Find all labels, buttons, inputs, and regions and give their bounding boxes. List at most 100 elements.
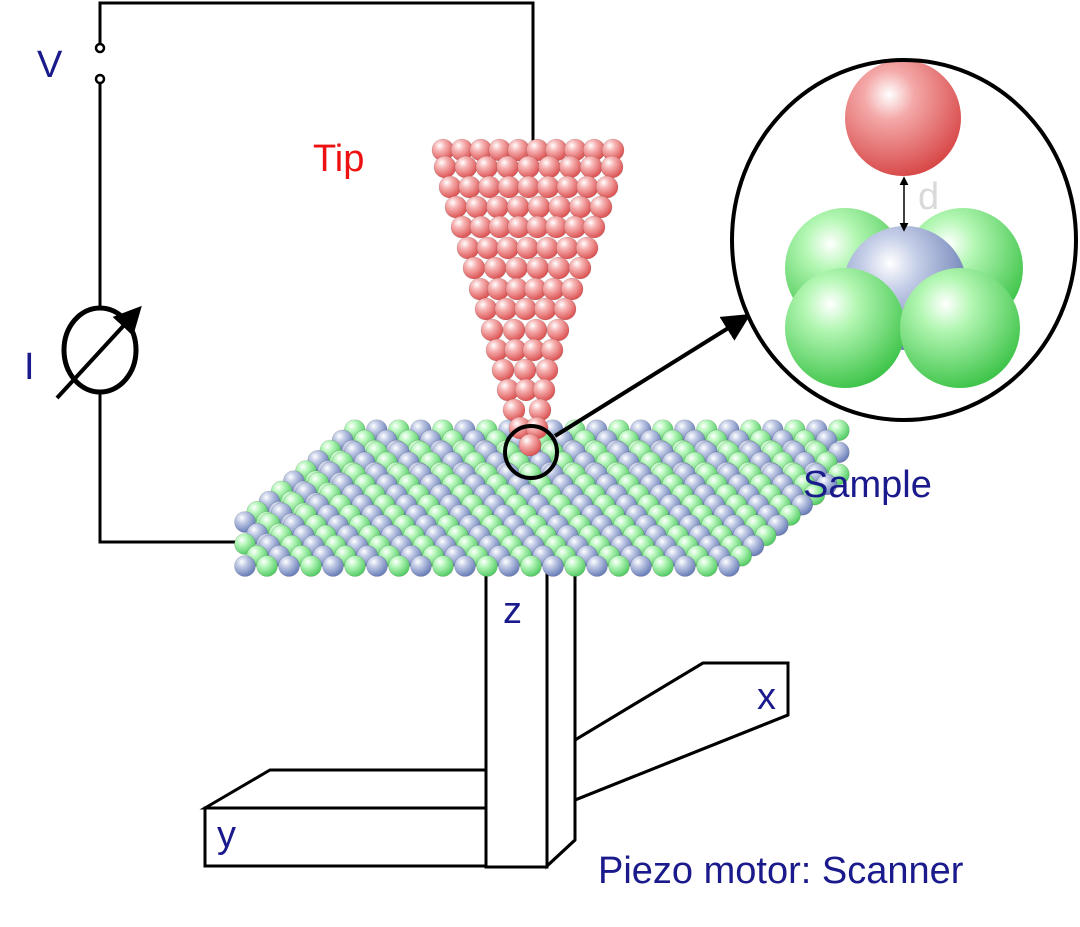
sample-atom-blue (630, 555, 652, 577)
tip-atom (568, 256, 592, 280)
zoom-inset (730, 58, 1078, 422)
sample-atom-green (564, 555, 586, 577)
tip-atom (474, 297, 498, 321)
tip-atom (582, 215, 606, 239)
arrow-icon (55, 305, 142, 400)
sample-atom-blue (718, 555, 740, 577)
sample-atom-blue (410, 555, 432, 577)
tip-atom (462, 256, 486, 280)
tip-atom (456, 236, 480, 260)
tip-atom (527, 195, 551, 219)
sample-atom-green (388, 555, 410, 577)
tip-atom (433, 155, 457, 179)
tip-atom (514, 297, 537, 321)
current-label: I (24, 346, 35, 388)
tip-atom (524, 318, 548, 342)
tip-atom (480, 318, 504, 342)
tip-atom (536, 175, 560, 199)
scanner-label: Piezo motor: Scanner (598, 850, 964, 892)
tip-atom (494, 297, 518, 321)
z-column-front (484, 560, 549, 869)
tip-atom (532, 378, 556, 402)
tip-atom (540, 338, 564, 362)
sample-atom-green (432, 555, 454, 577)
zoom-border (730, 58, 1078, 422)
tip-atom (506, 195, 530, 219)
sample-slab (234, 419, 850, 577)
voltage-label: V (37, 44, 63, 86)
tip-atom (547, 256, 571, 280)
sample-atom-blue (454, 555, 476, 577)
tip-atom (589, 195, 613, 219)
zoom-green-atom-front-right (900, 268, 1020, 388)
sample-atom-green (652, 555, 674, 577)
sample-atom-blue (322, 555, 344, 577)
tip-atom (546, 318, 570, 342)
tip-atom (438, 175, 462, 199)
magnifier-ring (503, 424, 559, 480)
tip-atom (535, 358, 559, 382)
y-arm-front (203, 806, 490, 868)
sample-atom-green (476, 555, 498, 577)
tip-atom (560, 277, 584, 301)
sample-atom-blue (498, 555, 520, 577)
tip-atom (517, 155, 540, 179)
tip-atom (535, 236, 559, 260)
tip-atom (575, 236, 599, 260)
tip-atom (476, 236, 500, 260)
sample-atom-green (256, 555, 278, 577)
switch-contact-lower (94, 73, 106, 85)
tip-atom (497, 175, 521, 199)
tip-atom (595, 175, 619, 199)
y-arm-top (199, 768, 490, 810)
sample-atom-blue (674, 555, 696, 577)
tip-atom (558, 155, 582, 179)
tip-atom (491, 358, 515, 382)
tip-atom (465, 195, 489, 219)
tip-atom (513, 358, 537, 382)
sample-atom-blue (586, 555, 608, 577)
tip-atom (444, 195, 468, 219)
tip-label: Tip (313, 138, 365, 180)
sample-label: Sample (803, 464, 932, 506)
sample-atom-green (300, 555, 322, 577)
tip-atom (553, 297, 577, 321)
tip-atom (475, 155, 499, 179)
tip-atom (548, 195, 571, 219)
tip-atom (454, 155, 478, 179)
sample-atom-blue (278, 555, 300, 577)
ammeter-icon (61, 305, 139, 395)
zoom-arrow (553, 314, 751, 438)
sample-atom-green (696, 555, 718, 577)
sample-atom-blue (542, 555, 564, 577)
tip-atom (458, 175, 481, 199)
zoom-tip-atom (845, 60, 961, 176)
circuit-wire-bottom (98, 390, 236, 544)
circuit (55, 1, 535, 544)
sample-atom-blue (234, 555, 256, 577)
circuit-wire-top (98, 1, 535, 150)
y-axis-label: y (217, 814, 236, 856)
tip-atom (538, 155, 561, 179)
tip-atom (568, 195, 592, 219)
sample-atom-green (520, 555, 542, 577)
tip-atom (516, 236, 539, 260)
tip-atom (579, 155, 603, 179)
tip-atom (496, 155, 519, 179)
z-axis-label: z (503, 590, 522, 632)
tip-atom (518, 433, 542, 457)
zoom-green-atom-front-left (785, 268, 905, 388)
tip-atom (600, 155, 624, 179)
sample-atom-blue (366, 555, 388, 577)
tip-atom (556, 175, 580, 199)
tip-atom (526, 256, 549, 280)
tip-atom (533, 297, 557, 321)
switch-contacts-icon (94, 42, 106, 54)
tip-atoms (431, 138, 625, 457)
tip-atom (576, 175, 599, 199)
tip-atom (502, 318, 526, 342)
piezo-scanner (199, 560, 790, 870)
sample-atom-green (344, 555, 366, 577)
